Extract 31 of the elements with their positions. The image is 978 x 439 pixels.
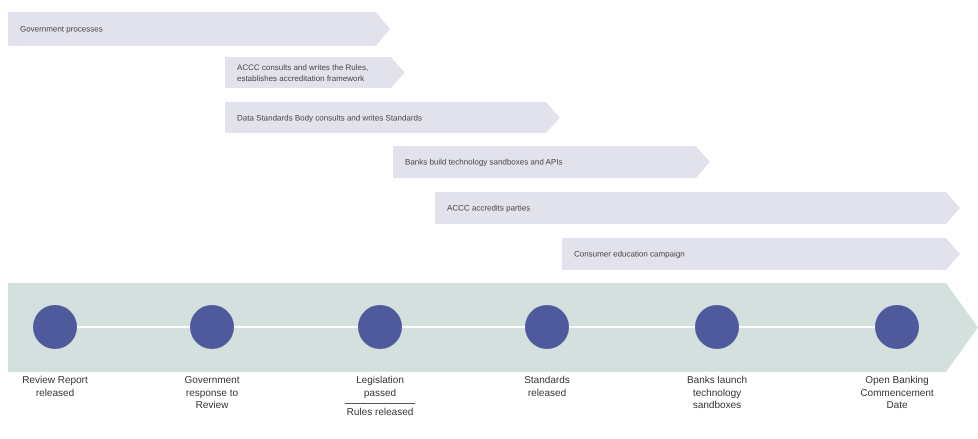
phase-label: ACCC consults and writes the Rules, establishes accreditation framework [237, 62, 370, 84]
milestone-dot [190, 305, 234, 349]
milestone-dot [695, 305, 739, 349]
milestone-label: Standards released [523, 375, 571, 400]
milestone-label: Open Banking Commencement Date [859, 375, 935, 412]
phase-label: Data Standards Body consults and writes Standards [237, 112, 423, 123]
milestone-label: Banks launch technology sandboxes [686, 375, 748, 412]
milestone-dot [33, 305, 77, 349]
phase-label: Consumer education campaign [574, 248, 686, 260]
milestone-label: Rules released [346, 407, 414, 420]
phase-label: Banks build technology sandboxes and APIs [405, 156, 564, 168]
timeline-band [8, 283, 978, 372]
milestone-label: Review Report released [21, 375, 89, 400]
connector-line [402, 326, 525, 328]
milestone-label: Legislation passed [355, 375, 405, 400]
timeline-bar [393, 146, 710, 178]
timeline-bar [8, 12, 390, 46]
milestone-label: Government response to Review [183, 375, 241, 412]
connector-line [569, 326, 695, 328]
connector-line [739, 326, 875, 328]
timeline-bar [225, 57, 405, 88]
phase-label: Government processes [20, 24, 104, 34]
milestone-dot [875, 305, 919, 349]
timeline-bar [225, 102, 560, 133]
connector-line [234, 326, 358, 328]
phase-label: ACCC accredits parties [447, 202, 532, 214]
timeline-bar [562, 238, 960, 270]
milestone-dot [358, 305, 402, 349]
milestone-dot [525, 305, 569, 349]
connector-line [77, 326, 190, 328]
timeline-bar [435, 192, 960, 224]
